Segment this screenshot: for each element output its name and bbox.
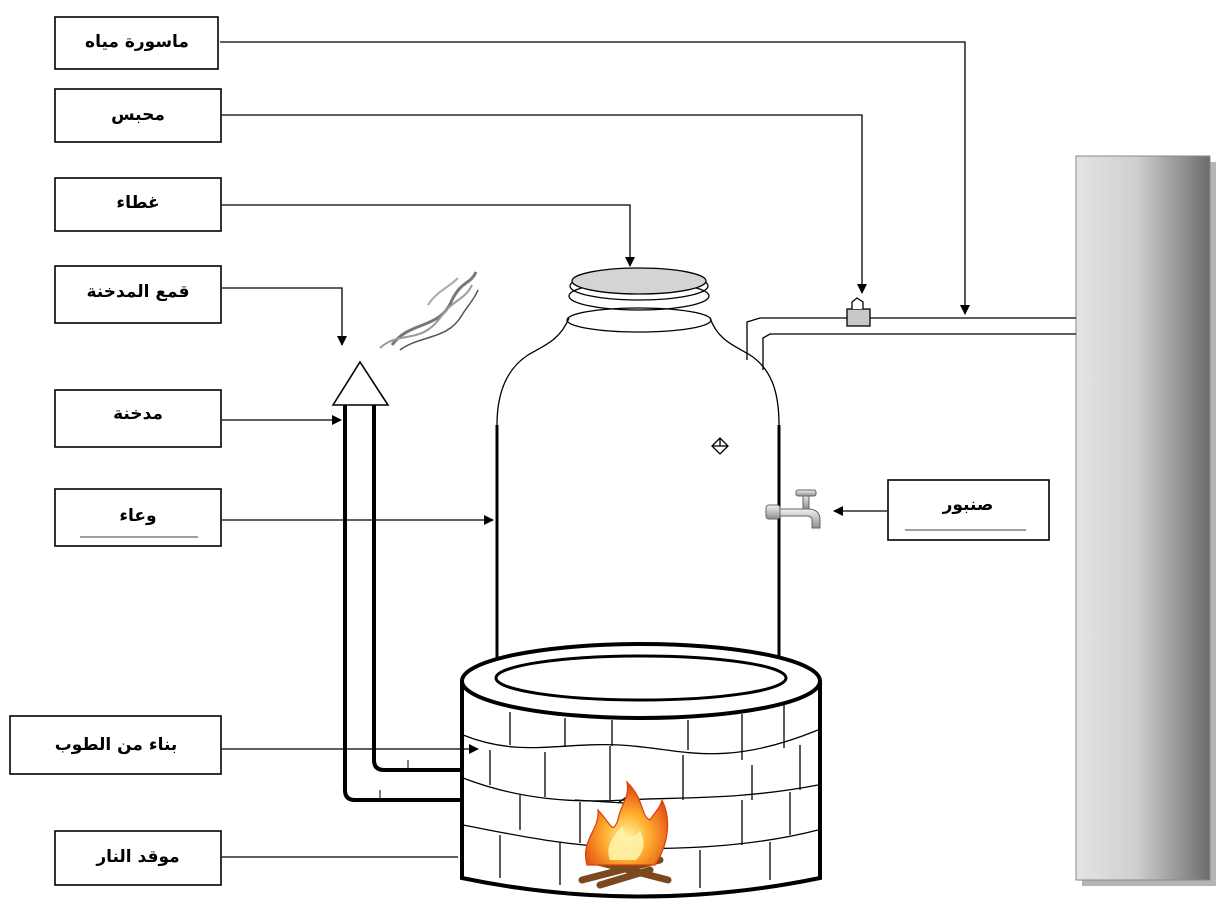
wall (1075, 155, 1216, 886)
smoke-icon (379, 271, 479, 351)
label-chimney-cap: قمع المدخنة (54, 265, 222, 324)
water-pipe (746, 317, 1076, 370)
label-container-text: وعاء (119, 506, 156, 526)
level-mark-icon (711, 437, 729, 455)
container (495, 271, 781, 672)
label-fire-pit: موقد النار (54, 830, 222, 886)
label-valve-text: محبس (111, 105, 165, 125)
faucet-icon (765, 489, 821, 529)
label-water-pipe-text: ماسورة مياه (85, 32, 189, 52)
chimney (343, 405, 462, 802)
label-brick-structure-text: بناء من الطوب (55, 735, 178, 755)
label-chimney-text: مدخنة (113, 404, 163, 424)
leader-lines (220, 41, 970, 858)
label-water-pipe: ماسورة مياه (54, 16, 219, 70)
label-chimney-cap-text: قمع المدخنة (87, 282, 190, 302)
label-lid-text: غطاء (116, 193, 159, 213)
valve (846, 297, 871, 327)
label-chimney: مدخنة (54, 389, 222, 448)
lid (571, 267, 707, 295)
label-brick-structure: بناء من الطوب (9, 715, 222, 775)
label-container: وعاء (54, 488, 222, 547)
label-fire-pit-text: موقد النار (95, 847, 179, 867)
fire-icon (578, 780, 672, 889)
label-faucet: صنبور (887, 479, 1050, 541)
label-lid: غطاء (54, 177, 222, 232)
chimney-cap (331, 360, 390, 406)
label-faucet-text: صنبور (942, 495, 994, 515)
label-valve: محبس (54, 88, 222, 143)
